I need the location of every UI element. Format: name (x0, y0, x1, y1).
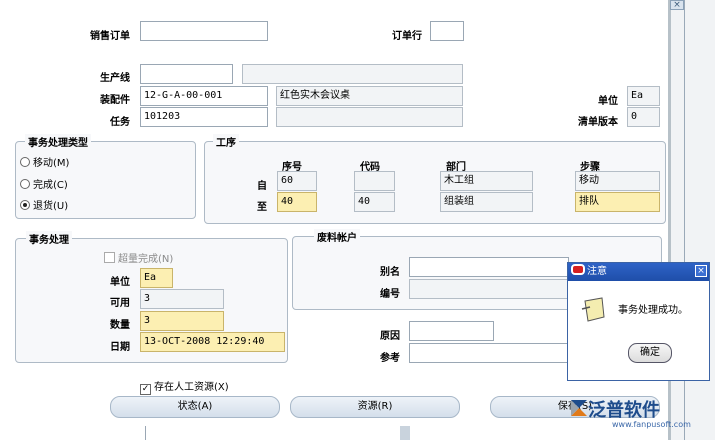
to-dept-field: 组装组 (440, 192, 533, 212)
date-label: 日期 (110, 342, 130, 353)
overcomplete-checkbox[interactable]: 超量完成(N) (104, 250, 173, 265)
assembly-field[interactable]: 12-G-A-00-001 (140, 86, 268, 106)
assembly-label: 装配件 (100, 95, 130, 106)
uom-field: Ea (627, 86, 660, 106)
number-field (409, 279, 569, 299)
radio-move-circle[interactable] (20, 157, 30, 167)
transaction-type-title: 事务处理类型 (25, 134, 91, 149)
dialog-ok-button[interactable]: 确定 (628, 343, 672, 363)
radio-move[interactable]: 移动(M) (20, 154, 69, 169)
production-line-description (242, 64, 463, 84)
resource-button[interactable]: 资源(R) (290, 396, 460, 418)
from-step-field: 移动 (575, 171, 660, 191)
col-dept: 部门 (446, 162, 466, 173)
production-line-field[interactable] (140, 64, 233, 84)
labor-resource-checkbox[interactable]: ✓存在人工资源(X) (140, 378, 229, 395)
reference-label: 参考 (380, 353, 400, 364)
lower-panel (145, 426, 401, 440)
col-code: 代码 (360, 162, 380, 173)
scrollbar-track[interactable] (684, 0, 685, 440)
quantity-field[interactable]: 3 (140, 311, 224, 331)
alias-field[interactable] (409, 257, 569, 277)
labor-resource-check-icon[interactable]: ✓ (140, 384, 151, 395)
scrap-account-title: 废料帐户 (314, 229, 360, 244)
radio-complete-circle[interactable] (20, 179, 30, 189)
bom-version-label: 清单版本 (578, 117, 618, 128)
dialog-title: 注意 (587, 266, 607, 277)
from-dept-field: 木工组 (440, 171, 533, 191)
brand-logo-icon (571, 400, 587, 416)
to-seq-field[interactable]: 40 (277, 192, 317, 212)
dialog-titlebar[interactable]: 注意 × (568, 263, 709, 281)
col-step: 步骤 (580, 162, 600, 173)
window-border (668, 0, 671, 440)
lower-scrollbar[interactable] (400, 426, 410, 440)
radio-complete-label: 完成(C) (33, 180, 68, 191)
date-field[interactable]: 13-OCT-2008 12:29:40 (140, 332, 285, 352)
from-label: 自 (257, 181, 267, 192)
to-label: 至 (257, 202, 267, 213)
radio-return-circle[interactable] (20, 200, 30, 210)
assembly-description: 红色实木会议桌 (276, 86, 463, 106)
overcomplete-label: 超量完成(N) (118, 254, 174, 265)
from-code-field (354, 171, 395, 191)
production-line-label: 生产线 (100, 73, 130, 84)
overcomplete-check-icon[interactable] (104, 252, 115, 263)
task-field[interactable]: 101203 (140, 107, 268, 127)
transaction-title: 事务处理 (26, 231, 72, 246)
order-line-label: 订单行 (392, 31, 422, 42)
task-label: 任务 (110, 117, 130, 128)
available-field: 3 (140, 289, 224, 309)
txn-uom-field[interactable]: Ea (140, 268, 173, 288)
sales-order-field[interactable] (140, 21, 268, 41)
notice-dialog: 注意 × 事务处理成功。 确定 (567, 262, 710, 381)
brand-url: www.fanpusoft.com (612, 420, 691, 429)
radio-move-label: 移动(M) (33, 158, 70, 169)
number-label: 编号 (380, 289, 400, 300)
to-step-field[interactable]: 排队 (575, 192, 660, 212)
bom-version-field: 0 (627, 107, 660, 127)
uom-label: 单位 (598, 96, 618, 107)
operations-title: 工序 (213, 134, 239, 149)
dialog-close-icon[interactable]: × (695, 265, 707, 277)
brand-name: 泛普软件 (588, 400, 660, 421)
order-line-field[interactable] (430, 21, 464, 41)
status-button[interactable]: 状态(A) (110, 396, 280, 418)
quantity-label: 数量 (110, 320, 130, 331)
available-label: 可用 (110, 298, 130, 309)
radio-return-label: 退货(U) (33, 201, 69, 212)
note-icon (581, 297, 605, 322)
reason-label: 原因 (380, 331, 400, 342)
txn-uom-label: 单位 (110, 277, 130, 288)
dialog-message: 事务处理成功。 (618, 305, 688, 316)
col-seq: 序号 (282, 162, 302, 173)
reason-field[interactable] (409, 321, 494, 341)
from-seq-field: 60 (277, 171, 317, 191)
scroll-close-icon[interactable]: × (670, 0, 684, 10)
reference-field[interactable] (409, 343, 569, 363)
labor-resource-label: 存在人工资源(X) (154, 382, 229, 393)
to-code-field: 40 (354, 192, 395, 212)
radio-complete[interactable]: 完成(C) (20, 176, 68, 191)
task-description (276, 107, 463, 127)
dialog-app-icon (571, 264, 585, 275)
radio-return[interactable]: 退货(U) (20, 197, 68, 212)
alias-label: 别名 (380, 267, 400, 278)
sales-order-label: 销售订单 (90, 31, 130, 42)
transaction-type-group (15, 141, 196, 219)
